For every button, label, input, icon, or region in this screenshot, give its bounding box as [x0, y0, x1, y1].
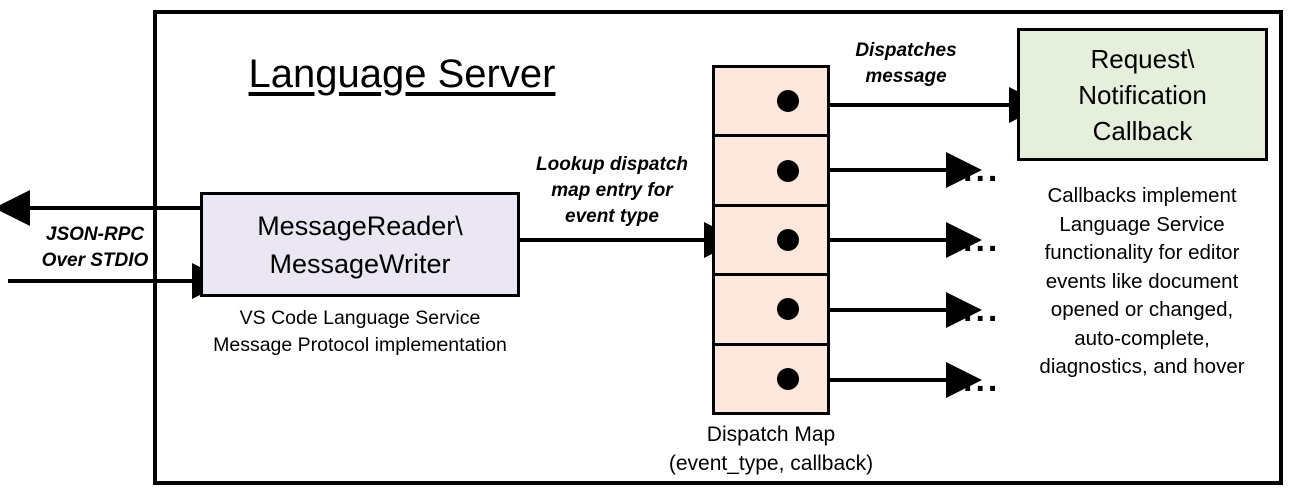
callback-box-caption-line6: auto-complete, [1074, 326, 1210, 350]
callback-box-caption-line4: events like document [1045, 269, 1239, 293]
callback-dot-icon [777, 229, 799, 252]
lookup-dispatch-label-line1: Lookup dispatch [536, 154, 688, 175]
json-rpc-label-line1: JSON-RPC [45, 224, 145, 245]
lookup-dispatch-label: Lookup dispatch map entry for event type [516, 152, 708, 230]
table-row[interactable] [715, 68, 827, 138]
message-reader-writer-box[interactable]: MessageReader\ MessageWriter [200, 192, 520, 297]
callback-dot-icon [777, 367, 799, 390]
callback-dot-icon [777, 298, 799, 321]
dispatch-map-caption-line2: (event_type, callback) [668, 452, 874, 475]
page-title: Language Server [248, 52, 556, 96]
message-box-caption-line1: VS Code Language Service [239, 307, 481, 329]
callback-dot-icon [777, 90, 799, 113]
dispatch-map-table[interactable] [712, 65, 830, 415]
message-box-caption-line2: Message Protocol implementation [213, 334, 507, 356]
lookup-dispatch-label-line2: map entry for [551, 180, 673, 201]
table-row[interactable] [715, 276, 827, 346]
dispatches-message-label: Dispatches message [836, 38, 976, 90]
message-box-caption: VS Code Language Service Message Protoco… [180, 305, 540, 359]
callback-box-caption-line3: functionality for editor [1044, 241, 1240, 264]
dispatch-map-caption: Dispatch Map (event_type, callback) [640, 420, 902, 478]
ellipsis-row-4: ... [963, 291, 1001, 329]
callback-box-line1: Request\ [1090, 43, 1195, 74]
callback-box-caption-line1: Callbacks implement [1047, 184, 1237, 207]
table-row[interactable] [715, 137, 827, 207]
message-reader-label: MessageReader\ [257, 210, 463, 241]
ellipsis-row-5: ... [963, 361, 1001, 399]
dispatches-message-label-line2: message [865, 66, 947, 87]
callback-box-caption: Callbacks implement Language Service fun… [1008, 182, 1276, 382]
json-rpc-label-line2: Over STDIO [41, 250, 149, 271]
callback-box-caption-line7: diagnostics, and hover [1039, 355, 1245, 378]
json-rpc-label: JSON-RPC Over STDIO [30, 222, 160, 274]
callback-box-line3: Callback [1092, 115, 1193, 146]
table-row[interactable] [715, 207, 827, 277]
callback-box-caption-line2: Language Service [1059, 212, 1225, 236]
request-notification-callback-box[interactable]: Request\ Notification Callback [1017, 28, 1268, 161]
message-writer-label: MessageWriter [269, 248, 451, 279]
table-row[interactable] [715, 346, 827, 412]
language-server-boundary [153, 10, 1283, 485]
callback-box-line2: Notification [1078, 79, 1207, 110]
callback-box-caption-line5: opened or changed, [1050, 298, 1234, 321]
dispatch-map-caption-line1: Dispatch Map [706, 423, 836, 446]
lookup-dispatch-label-line3: event type [565, 206, 659, 227]
ellipsis-row-2: ... [963, 151, 1001, 189]
callback-dot-icon [777, 159, 799, 182]
ellipsis-row-3: ... [963, 221, 1001, 259]
dispatches-message-label-line1: Dispatches [855, 40, 957, 61]
